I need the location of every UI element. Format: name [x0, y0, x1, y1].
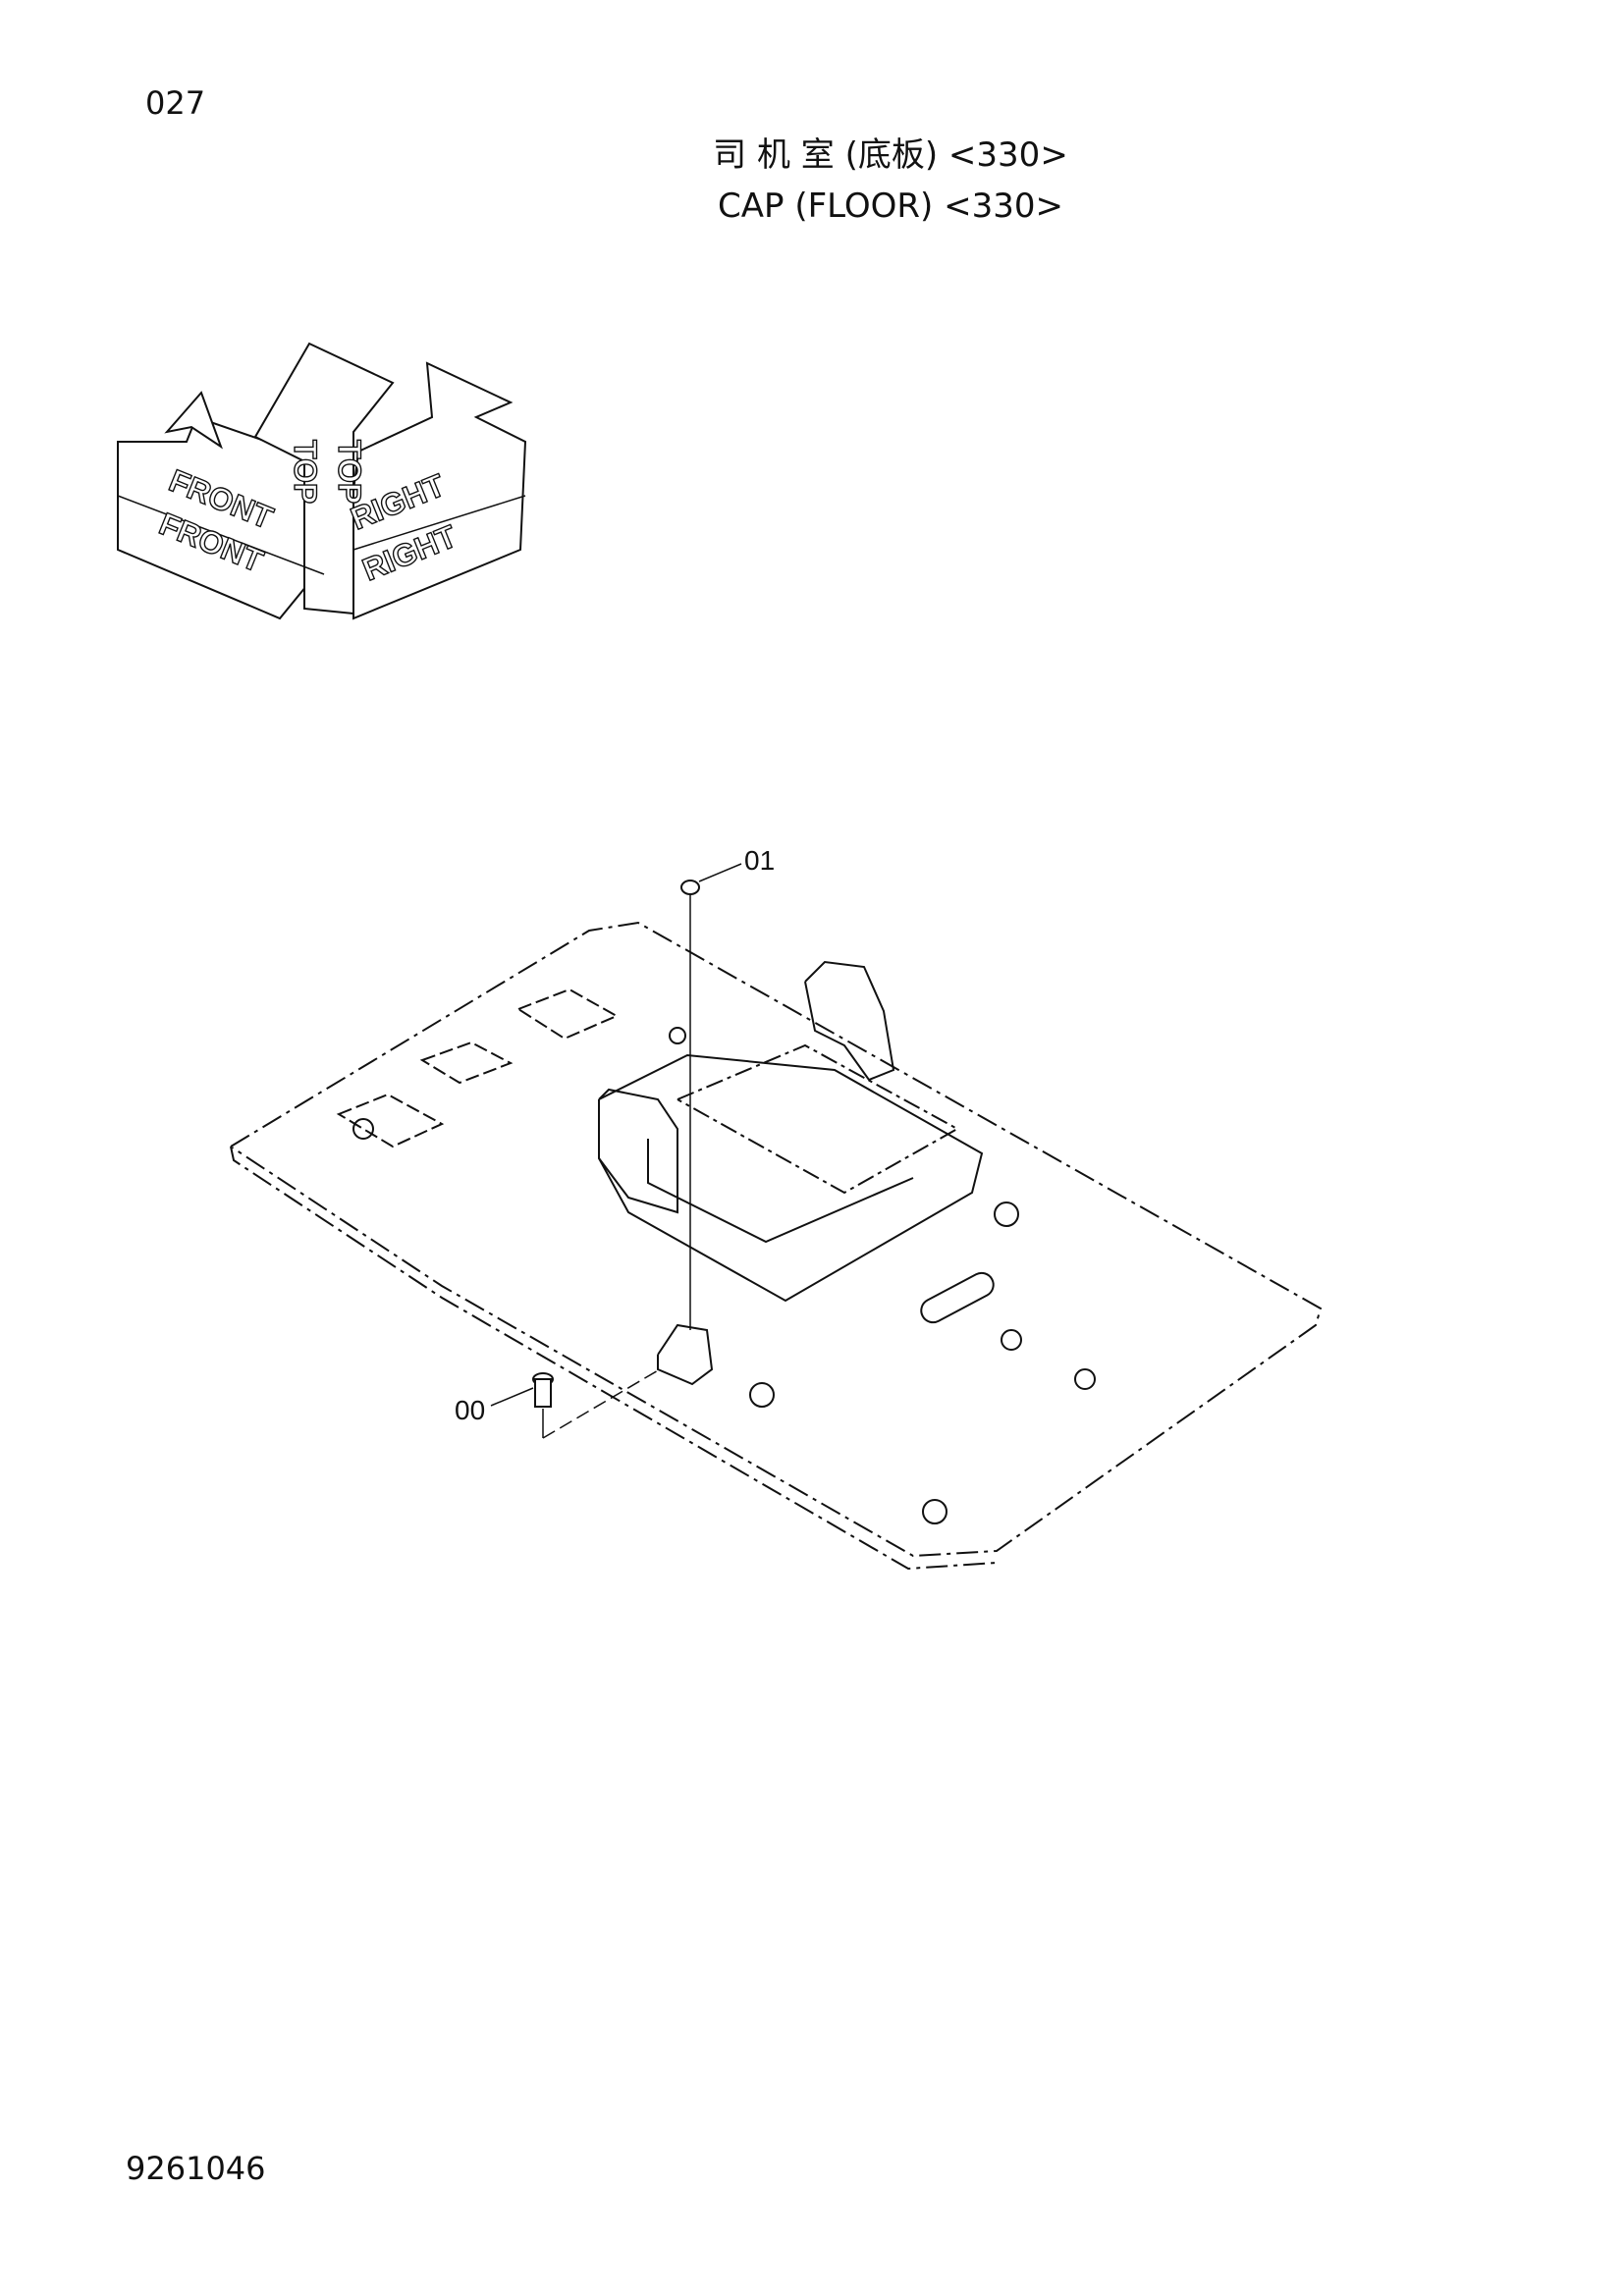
access-panel-1 — [515, 988, 620, 1041]
top-label-left: TOP — [288, 440, 323, 504]
floor-plate-outline — [230, 921, 1323, 1558]
document-code: 9261046 — [126, 2150, 266, 2187]
seat-stand-top — [677, 1043, 960, 1195]
rear-bracket — [804, 960, 895, 1082]
top-label-right: TOP — [332, 440, 367, 504]
front-bracket — [598, 1088, 678, 1214]
title-english: CAP (FLOOR) <330> — [718, 187, 1063, 226]
orientation-icon: FRONT FRONT TOP TOP RIGHT RIGHT — [117, 342, 527, 620]
access-panel-2 — [419, 1041, 514, 1085]
seat-stand — [598, 1053, 984, 1303]
leader-00 — [490, 1387, 534, 1407]
part-01-bolt — [680, 880, 700, 895]
bolt-leader-00 — [542, 1368, 661, 1439]
callout-01: 01 — [744, 845, 775, 876]
leader-01 — [698, 863, 742, 882]
right-arrow-shape — [352, 361, 527, 620]
title-chinese: 司 机 室 (底板) <330> — [713, 135, 1068, 175]
callout-00: 00 — [455, 1395, 485, 1425]
part-00-pin — [532, 1372, 554, 1408]
page-number: 027 — [145, 84, 206, 122]
floor-plate-edge — [230, 1146, 998, 1571]
mounting-bracket — [657, 1323, 714, 1386]
seat-stand-inner — [647, 1139, 914, 1244]
floor-slot — [920, 1271, 995, 1324]
page-title: 司 机 室 (底板) <330> CAP (FLOOR) <330> — [0, 130, 1624, 232]
front-arrow-head — [164, 391, 223, 450]
access-panel-3 — [336, 1093, 445, 1148]
